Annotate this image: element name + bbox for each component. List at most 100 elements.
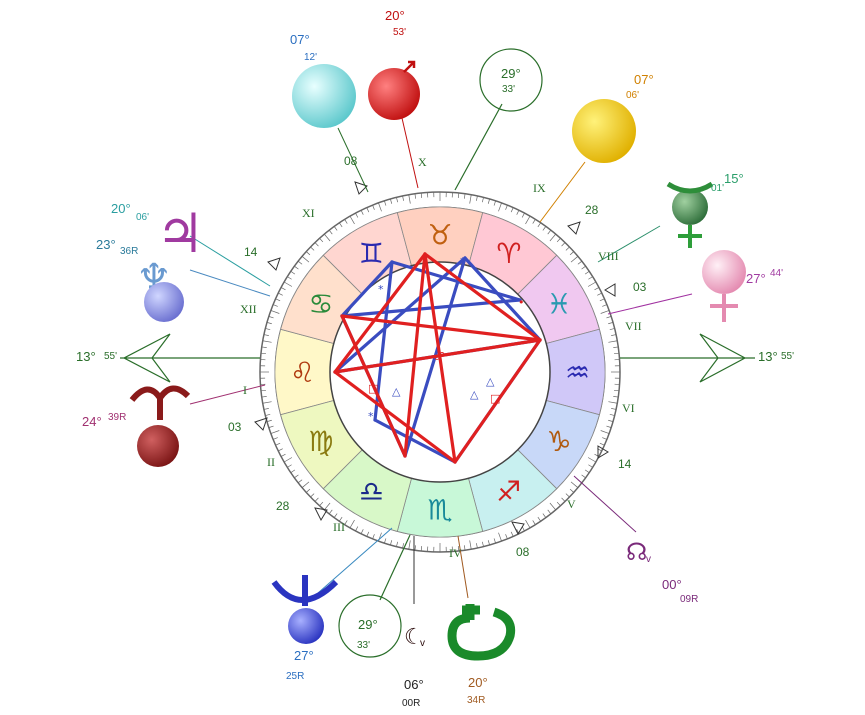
aspect-red-3 (423, 252, 542, 342)
uranus-minute: 39R (108, 412, 127, 423)
degree-tick (476, 543, 478, 549)
cusp-degree-5: 08 (516, 545, 530, 559)
moon-degree: 07° (290, 32, 310, 47)
node-icon: ☊ (626, 538, 647, 566)
venus-cross-icon (710, 294, 738, 322)
degree-tick (599, 442, 605, 446)
degree-tick (565, 246, 570, 251)
degree-tick (333, 513, 338, 518)
degree-tick (532, 219, 536, 224)
degree-tick (493, 538, 496, 544)
pluto-pointer (309, 527, 393, 601)
aspect-red-4 (333, 338, 542, 374)
degree-tick (569, 251, 575, 256)
neptune-minute: 36R (120, 246, 139, 257)
degree-tick (310, 246, 315, 251)
degree-tick (577, 260, 583, 265)
degree-tick (360, 529, 364, 534)
mars-minute: 53' (393, 27, 407, 38)
degree-tick (272, 437, 278, 440)
degree-tick (611, 334, 617, 336)
degree-tick (602, 437, 608, 440)
mars-degree: 20° (385, 8, 405, 23)
sign-glyph-scorpio: ♏ (427, 494, 452, 527)
house-IX: IX (533, 181, 546, 195)
degree-tick (457, 192, 460, 198)
degree-tick (344, 520, 348, 525)
pluto-icon (288, 608, 324, 644)
degree-tick (525, 519, 531, 529)
degree-tick (278, 292, 283, 296)
cusp-marker-8 (604, 283, 616, 297)
degree-tick (324, 233, 331, 242)
lilith-degree: 06° (404, 677, 424, 692)
degree-tick (613, 396, 619, 398)
sign-glyph-capricorn: ♑ (547, 425, 572, 458)
degree-tick (556, 237, 561, 243)
degree-tick (570, 481, 579, 488)
degree-tick (355, 212, 359, 218)
saturn-pointer (457, 535, 469, 599)
aspect-lines (333, 252, 542, 464)
degree-tick (608, 419, 614, 422)
sign-glyph-pisces: ♓ (547, 287, 572, 320)
degree-tick (280, 287, 286, 291)
sign-glyph-aquarius: ♒ (565, 356, 590, 389)
house-XI: XI (302, 206, 315, 220)
degree-tick (510, 531, 514, 537)
mars-icon (368, 68, 420, 120)
degree-tick (270, 430, 280, 434)
degree-tick (547, 229, 552, 235)
midheaven-line (454, 103, 503, 191)
degree-tick (587, 281, 597, 287)
aspect-glyph-5: △ (470, 388, 479, 401)
saturn-icon (447, 604, 516, 661)
pluto-degree: 27° (294, 648, 314, 663)
aspect-glyph-9: * (368, 410, 374, 423)
house-VII: VII (625, 319, 642, 333)
degree-tick (609, 328, 615, 331)
degree-tick (260, 389, 266, 392)
descendant-arrow (620, 333, 755, 383)
mercury-pointer (597, 225, 661, 263)
degree-tick (265, 328, 271, 331)
house-IV: IV (449, 546, 462, 560)
moon-icon (292, 64, 356, 128)
degree-tick (339, 222, 343, 228)
neptune-pointer (189, 269, 271, 297)
degree-tick (537, 516, 541, 522)
degree-tick (268, 316, 274, 319)
degree-tick (469, 194, 472, 204)
degree-tick (505, 204, 508, 210)
degree-tick (487, 198, 490, 204)
degree-tick (265, 413, 271, 416)
degree-tick (270, 310, 280, 314)
degree-tick (584, 469, 590, 473)
neptune-degree: 23° (96, 237, 116, 252)
sign-glyph-virgo: ♍ (308, 425, 333, 458)
degree-tick (314, 242, 319, 247)
degree-tick (344, 219, 348, 224)
cusp-degree-9: 28 (585, 203, 599, 217)
degree-tick (408, 194, 411, 204)
degree-tick (581, 265, 586, 270)
cusp-degree-2: 03 (228, 420, 242, 434)
jupiter-icon: ♃ (156, 201, 204, 265)
mercury-icon (672, 189, 708, 225)
degree-tick (505, 534, 508, 540)
degree-tick (556, 501, 561, 507)
cusp-degree-8: 03 (633, 280, 647, 294)
cusp-marker-9 (567, 221, 581, 235)
midheaven-circle (479, 48, 543, 112)
venus-pointer (607, 293, 693, 315)
degree-tick (606, 425, 612, 428)
cusp-marker-5 (511, 521, 525, 536)
degree-tick (611, 408, 617, 410)
degree-tick (469, 540, 472, 550)
aspect-blue-6 (333, 256, 467, 374)
degree-tick (498, 532, 502, 542)
degree-tick (305, 488, 311, 493)
aspect-glyph-7: □ (368, 382, 378, 395)
degree-tick (581, 474, 586, 479)
